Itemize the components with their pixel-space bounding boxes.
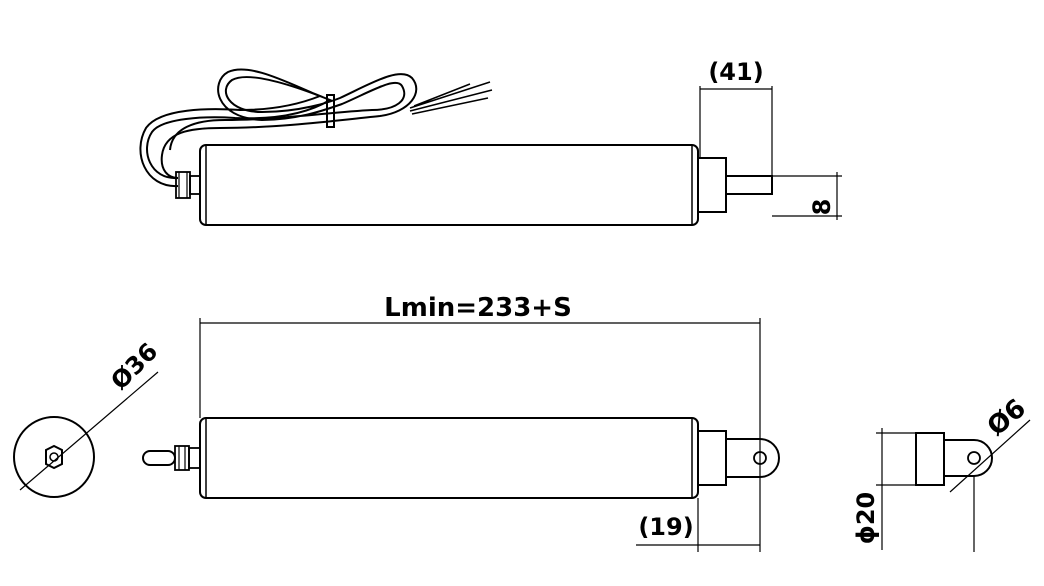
dim-eye-width: ϕ20 [852,428,975,552]
bottom-body [199,417,699,499]
dim-rod-diameter: 8 [772,172,842,220]
dim-min-length: Lmin=233+S [199,293,761,552]
dim-rod-extension: (41) [699,58,773,176]
top-view-actuator [139,68,773,226]
dim-36-label: Ø36 [105,337,163,395]
dim-6-label: Ø6 [982,393,1032,442]
clevis-side-hole [967,451,981,465]
end-view-nut [45,444,63,470]
end-view-circle [13,416,95,498]
end-view-leader [19,371,159,491]
clevis-side-block [915,432,945,486]
dim-19-label: (19) [638,513,693,541]
top-collar [697,157,727,213]
dim-8-label: 8 [808,199,836,216]
clevis-side-eye [944,439,993,477]
wire-ends [409,81,493,115]
bottom-stub [142,450,176,466]
cable-inner [139,68,406,188]
cable-gland [175,171,191,199]
cable-outer [146,73,418,180]
bottom-clevis [726,438,780,478]
dim-20-label: ϕ20 [852,492,880,545]
cable-tie [326,94,335,128]
end-view: Ø36 [13,337,163,498]
lmin-label: Lmin=233+S [384,293,572,323]
dim-41-label: (41) [708,58,763,86]
top-rod [725,175,773,195]
bottom-view-actuator [142,417,780,499]
dim-eye-offset: (19) [636,498,760,552]
bottom-collar [697,430,727,486]
top-body [199,144,699,226]
